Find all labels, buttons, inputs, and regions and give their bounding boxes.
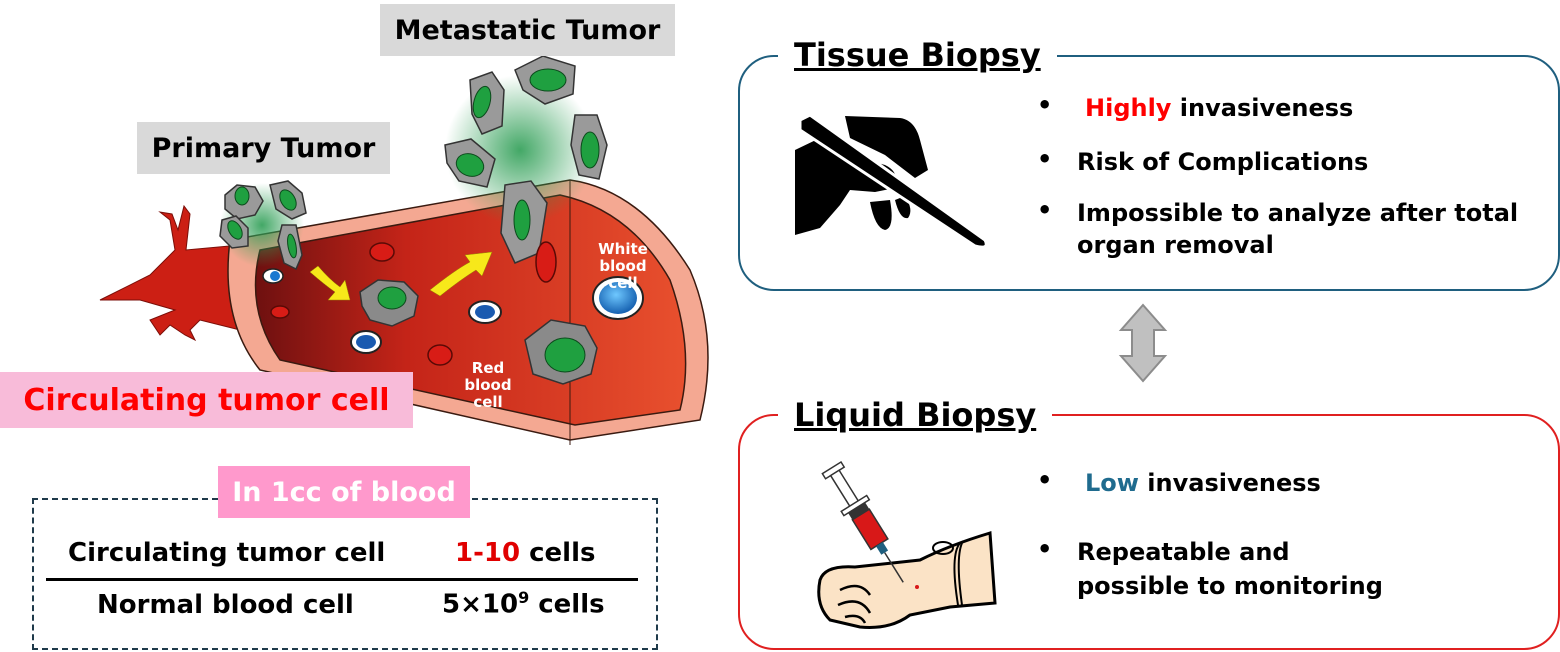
- red-blood-cell-label: Red blood cell: [448, 360, 528, 411]
- ctc-unit: cells: [520, 538, 596, 568]
- liquid-bullet-2-text-line2: possible to monitoring: [1077, 572, 1383, 600]
- white-blood-cell-label-line1: White: [598, 240, 648, 258]
- tissue-bullet-3-text: Impossible to analyze after total: [1077, 199, 1519, 227]
- blood-composition-box: [32, 498, 658, 650]
- primary-tumor-label: Primary Tumor: [137, 122, 390, 174]
- vessel-branch: [99, 204, 241, 342]
- liquid-biopsy-title: Liquid Biopsy: [778, 396, 1053, 434]
- blood-box-title: In 1cc of blood: [218, 466, 470, 518]
- syringe-arm-icon: [817, 460, 997, 629]
- bullet-dot: •: [1037, 145, 1053, 173]
- ctc-row-label: Circulating tumor cell: [68, 538, 386, 568]
- migration-arrow: [309, 265, 351, 301]
- tissue-biopsy-panel: [738, 55, 1560, 291]
- tissue-biopsy-title: Tissue Biopsy: [778, 36, 1057, 74]
- liquid-bullet-2-text: Repeatable and: [1077, 538, 1290, 566]
- normal-row-label: Normal blood cell: [97, 590, 354, 620]
- ctc-count: 1-10: [455, 538, 521, 568]
- tissue-bullet-1-text: invasiveness: [1171, 94, 1354, 122]
- normal-count-base: 5×10: [442, 589, 519, 620]
- red-blood-cell-label-line2: blood cell: [464, 376, 512, 411]
- normal-count-exponent: 9: [518, 588, 530, 607]
- migration-arrow: [429, 251, 493, 297]
- compare-double-arrow-icon: [1118, 303, 1168, 383]
- low-highlight: Low: [1085, 469, 1139, 497]
- scalpel-hand-icon: [795, 113, 988, 249]
- normal-row-value: 5×109 cells: [442, 588, 605, 620]
- normal-unit: cells: [529, 589, 605, 620]
- ctc-row-value: 1-10 cells: [455, 538, 595, 568]
- highly-highlight: Highly: [1085, 94, 1172, 122]
- red-blood-cells: [270, 241, 557, 366]
- tissue-bullet-2-text: Risk of Complications: [1077, 148, 1369, 176]
- tissue-bullet-3-text-line2: organ removal: [1077, 231, 1274, 259]
- ctc-banner: Circulating tumor cell: [0, 372, 413, 428]
- metastatic-tumor-label: Metastatic Tumor: [380, 4, 675, 56]
- blood-vessel-illustration: [99, 55, 709, 445]
- table-divider: [46, 578, 638, 581]
- white-blood-cells: [262, 268, 644, 354]
- white-blood-cell-label-line2: blood cell: [599, 257, 647, 292]
- red-blood-cell-label-line1: Red: [471, 359, 505, 377]
- liquid-biopsy-panel: [738, 414, 1560, 650]
- bullet-dot: •: [1037, 466, 1053, 494]
- liquid-bullet-1-text: invasiveness: [1138, 469, 1321, 497]
- bullet-dot: •: [1037, 196, 1053, 224]
- bullet-dot: •: [1037, 535, 1053, 563]
- bullet-dot: •: [1037, 91, 1053, 119]
- white-blood-cell-label: White blood cell: [583, 241, 663, 292]
